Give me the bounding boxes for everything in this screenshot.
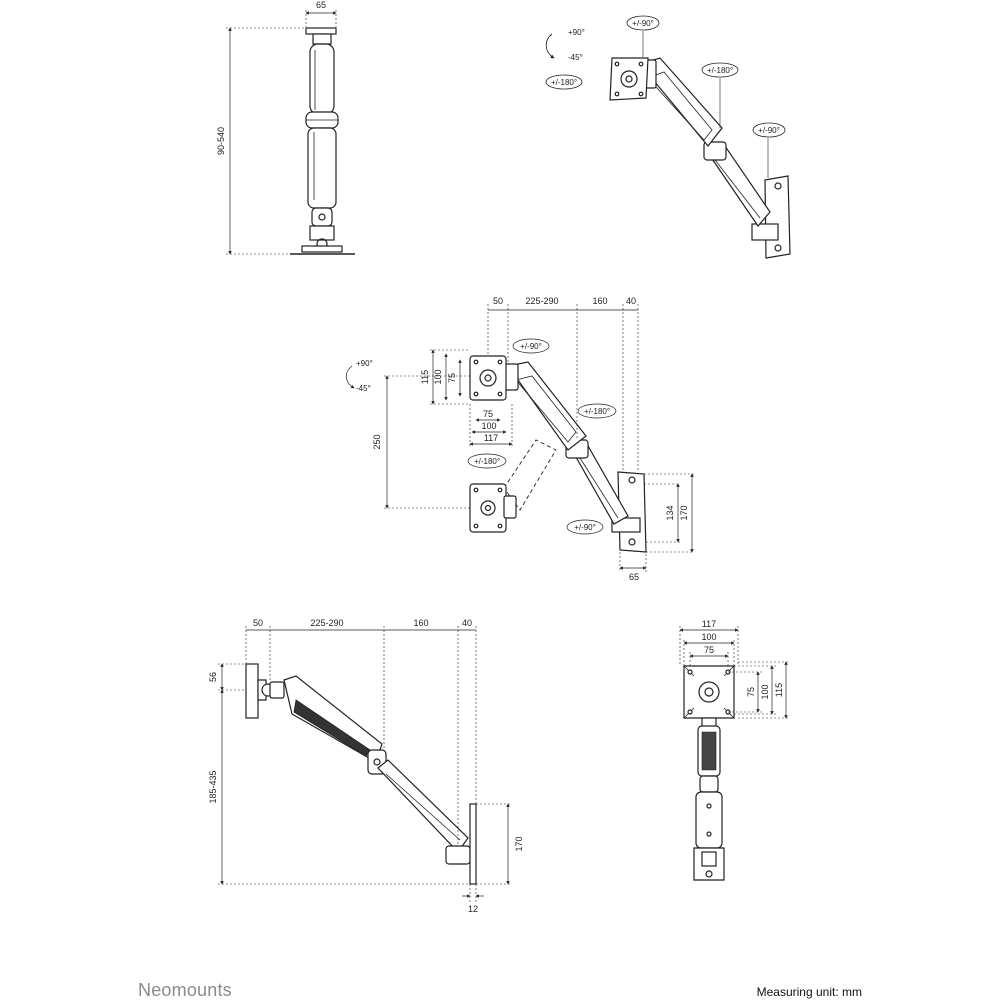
- front-h-75-label: 75: [746, 687, 756, 697]
- rot-tilt-up-label: +90°: [568, 28, 585, 37]
- top-rot-swivel-label: +/-180°: [474, 457, 500, 466]
- top-seg4-label: 40: [626, 296, 636, 306]
- rot-tilt-down-label: -45°: [568, 53, 583, 62]
- view-top: [469, 355, 647, 553]
- view-front: [683, 665, 735, 881]
- top-rot-head-label: +/-90°: [520, 342, 542, 351]
- side-head-56-label: 56: [208, 672, 218, 682]
- top-tilt-up-label: +90°: [356, 359, 373, 368]
- top-seg2-label: 225-290: [525, 296, 558, 306]
- side-elevation-dimensions: [218, 626, 512, 902]
- vesa-w-117-label: 117: [484, 433, 498, 443]
- vesa-h-75-label: 75: [447, 373, 457, 383]
- plate-h-170-label: 170: [679, 505, 689, 520]
- rot-wall-label: +/-90°: [758, 126, 780, 135]
- rot-head-label: +/-90°: [632, 19, 654, 28]
- front-h-100-label: 100: [760, 684, 770, 699]
- top-view-dimensions: [345, 304, 694, 572]
- vesa-w-75-label: 75: [483, 409, 493, 419]
- side-plate-12-label: 12: [468, 904, 478, 914]
- top-seg3-label: 160: [592, 296, 607, 306]
- top-tilt-down-label: -45°: [356, 384, 371, 393]
- side-plate-170-label: 170: [514, 836, 524, 851]
- view-side-top: [226, 10, 355, 255]
- view-side-elevation: [245, 663, 477, 885]
- view-perspective: [609, 31, 791, 259]
- side-seg3-label: 160: [413, 618, 428, 628]
- front-w-75-label: 75: [704, 645, 714, 655]
- vesa-h-115-label: 115: [420, 370, 430, 384]
- side-seg4-label: 40: [462, 618, 472, 628]
- side-seg1-label: 50: [253, 618, 263, 628]
- top-rot-elbow-label: +/-180°: [584, 407, 610, 416]
- perspective-rotation-badges: [545, 15, 786, 138]
- dim-height-label: 90-540: [216, 127, 226, 155]
- vesa-w-100-label: 100: [481, 421, 496, 431]
- rot-elbow-label: +/-180°: [707, 66, 733, 75]
- dim-width-label: 65: [316, 0, 326, 10]
- top-rot-wall-label: +/-90°: [574, 523, 596, 532]
- top-seg1-label: 50: [493, 296, 503, 306]
- brand-logo-text: Neomounts: [138, 980, 232, 1000]
- front-view-dimensions: [679, 626, 790, 719]
- drop-250-label: 250: [372, 434, 382, 449]
- side-height-label: 185-435: [208, 770, 218, 803]
- front-h-115-label: 115: [774, 683, 784, 697]
- vesa-h-100-label: 100: [433, 369, 443, 384]
- side-seg2-label: 225-290: [310, 618, 343, 628]
- plate-w-65-label: 65: [629, 572, 639, 582]
- rot-swivel-label: +/-180°: [551, 78, 577, 87]
- front-w-100-label: 100: [701, 632, 716, 642]
- front-w-117-label: 117: [702, 619, 716, 629]
- plate-h-134-label: 134: [665, 505, 675, 520]
- measuring-unit-note: Measuring unit: mm: [756, 985, 862, 999]
